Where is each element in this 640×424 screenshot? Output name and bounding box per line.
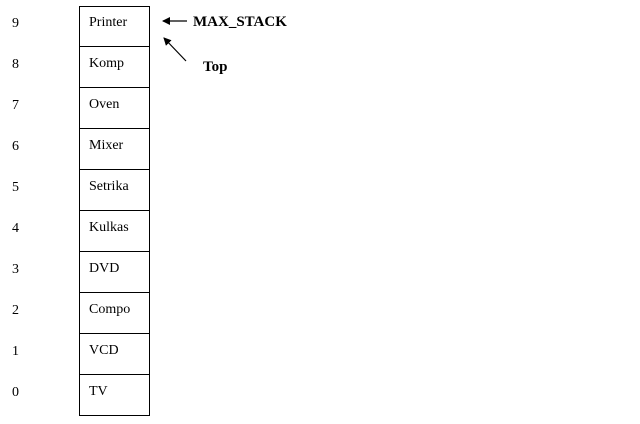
stack-cell: Printer: [79, 6, 150, 47]
stack-index-label: 3: [12, 262, 19, 277]
top-arrow-icon: [163, 37, 187, 62]
stack-index-label: 5: [12, 180, 19, 195]
stack-cell: Oven: [79, 88, 150, 129]
top-label: Top: [203, 59, 228, 75]
stack-cell-label: Mixer: [89, 138, 124, 153]
stack-cell: VCD: [79, 334, 150, 375]
stack-cell: Setrika: [79, 170, 150, 211]
stack-cell: DVD: [79, 252, 150, 293]
stack-index-label: 7: [12, 98, 19, 113]
stack-cell-label: Compo: [89, 302, 131, 317]
stack-index-label: 8: [12, 57, 19, 72]
stack-cell: Kulkas: [79, 211, 150, 252]
stack-index-label: 1: [12, 344, 19, 359]
stack-index-label: 9: [12, 16, 19, 31]
stack-cell: Komp: [79, 47, 150, 88]
stack-cell-label: Komp: [89, 56, 124, 71]
stack-index-label: 0: [12, 385, 19, 400]
stack-cell-label: TV: [89, 384, 108, 399]
stack-index-label: 4: [12, 221, 19, 236]
stack-cell-label: Printer: [89, 15, 128, 30]
stack-cell: Mixer: [79, 129, 150, 170]
stack-cell-label: VCD: [89, 343, 119, 358]
stack-cell: TV: [79, 375, 150, 416]
max-stack-label: MAX_STACK: [193, 14, 287, 30]
stack-index-label: 2: [12, 303, 19, 318]
stack-cell-label: Oven: [89, 97, 120, 112]
stack-cell-label: Setrika: [89, 179, 129, 194]
stack-index-label: 6: [12, 139, 19, 154]
stack-cell-label: DVD: [89, 261, 120, 276]
stack-cell-label: Kulkas: [89, 220, 129, 235]
stack-cell: Compo: [79, 293, 150, 334]
